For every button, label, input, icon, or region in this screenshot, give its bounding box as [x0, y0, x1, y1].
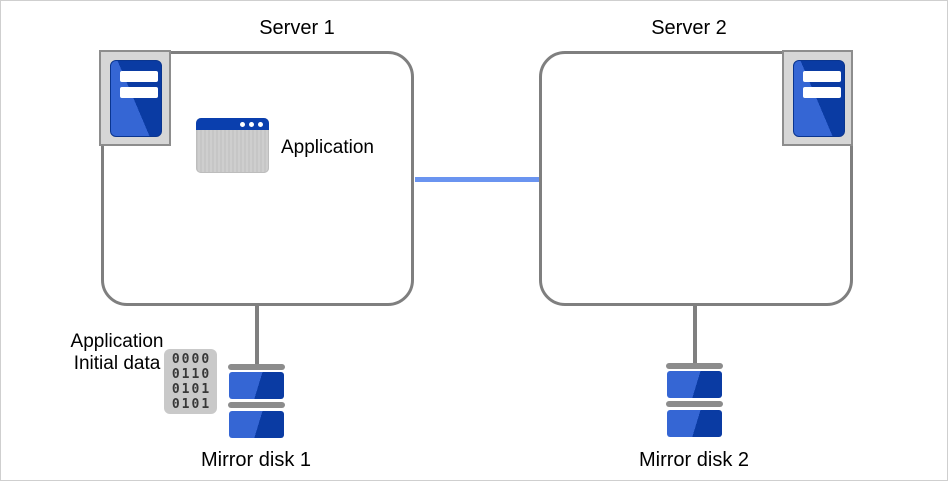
- tower-slot: [803, 87, 841, 98]
- mirror-disk2-icon: [666, 363, 723, 437]
- binary-row: 0101: [171, 381, 212, 397]
- disk-cap: [228, 402, 285, 408]
- tower-slot: [120, 71, 158, 82]
- disk-cap: [666, 401, 723, 407]
- server2-title: Server 2: [651, 17, 727, 39]
- disk-cap: [228, 364, 285, 370]
- server2-icon: [782, 50, 853, 146]
- disk-platter: [667, 371, 722, 398]
- server2-box: [539, 51, 853, 306]
- server1-title: Server 1: [259, 17, 335, 39]
- server1-icon: [99, 50, 171, 146]
- mirror-disk1-label: Mirror disk 1: [200, 449, 311, 471]
- binary-data-icon: 0000 0110 0101 0101: [164, 349, 217, 414]
- server-tower-icon: [110, 60, 162, 137]
- initial-data-label: Application Initial data: [37, 331, 197, 375]
- tower-slot: [803, 71, 841, 82]
- titlebar-dot-icon: [258, 121, 263, 127]
- disk-platter: [229, 411, 284, 438]
- mirror-disk1-icon: [228, 364, 285, 438]
- disk-cap: [666, 363, 723, 369]
- application-window-icon: [196, 118, 269, 173]
- server1-disk-connector-line: [255, 305, 259, 365]
- binary-row: 0000: [171, 351, 212, 367]
- mirror-disk2-label: Mirror disk 2: [638, 449, 749, 471]
- server1-box: [101, 51, 414, 306]
- binary-row: 0110: [171, 366, 212, 382]
- server-tower-icon: [793, 60, 845, 137]
- titlebar-dot-icon: [249, 121, 254, 127]
- application-window-titlebar: [196, 118, 269, 130]
- binary-row: 0101: [171, 396, 212, 412]
- initial-data-line2: Initial data: [73, 353, 161, 374]
- disk-platter: [229, 372, 284, 399]
- initial-data-line1: Application: [70, 331, 164, 352]
- server-interconnect-line: [415, 177, 539, 182]
- disk-platter: [667, 410, 722, 437]
- titlebar-dot-icon: [240, 121, 245, 127]
- tower-slot: [120, 87, 158, 98]
- server2-disk-connector-line: [693, 305, 697, 364]
- application-label: Application: [281, 137, 374, 158]
